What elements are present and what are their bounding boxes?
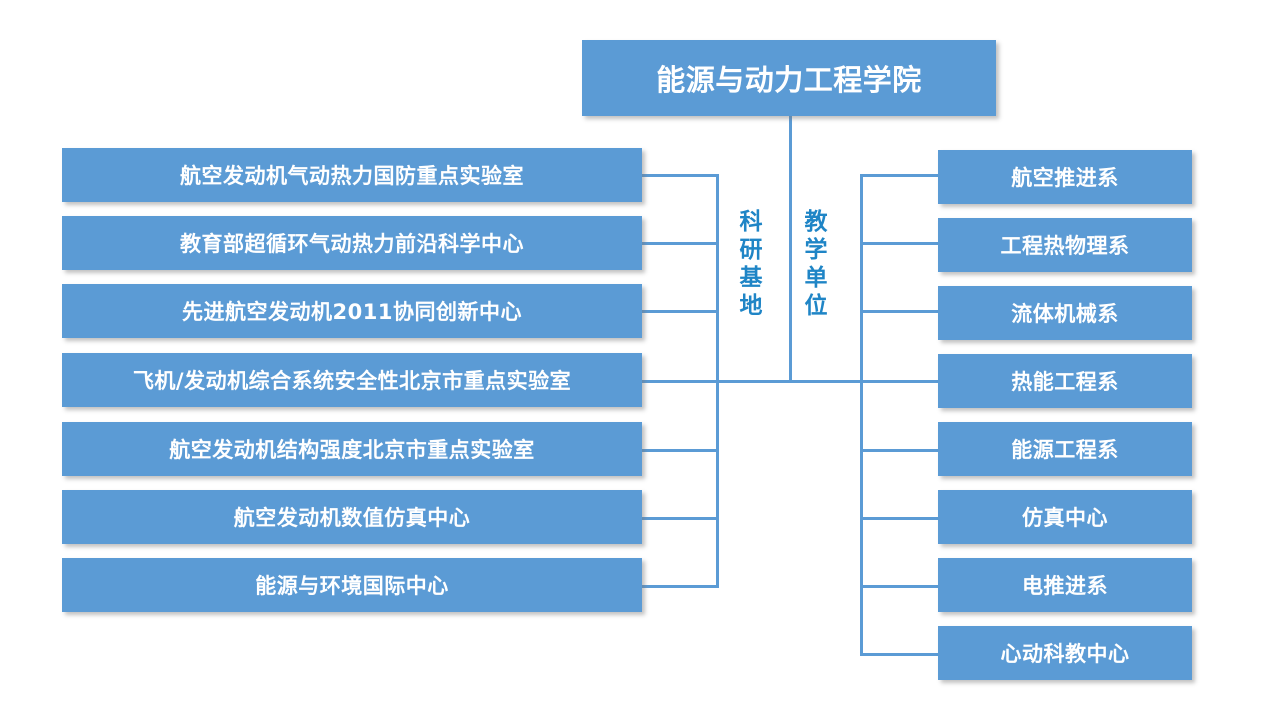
branch-label-research-char-2: 研 bbox=[739, 237, 763, 264]
teaching-stub-line-6 bbox=[860, 517, 940, 520]
research-base-node-2[interactable]: 教育部超循环气动热力前沿科学中心 bbox=[62, 216, 642, 270]
research-stub-line-1 bbox=[642, 174, 719, 177]
research-base-node-6[interactable]: 航空发动机数值仿真中心 bbox=[62, 490, 642, 544]
teaching-stub-line-8 bbox=[860, 653, 940, 656]
research-stub-line-2 bbox=[642, 242, 719, 245]
research-stub-line-6 bbox=[642, 517, 719, 520]
teaching-unit-label-5: 能源工程系 bbox=[1011, 438, 1119, 462]
teaching-unit-node-6[interactable]: 仿真中心 bbox=[938, 490, 1192, 544]
teaching-unit-node-7[interactable]: 电推进系 bbox=[938, 558, 1192, 612]
branch-label-teaching-units: 教 学 单 位 bbox=[800, 205, 832, 324]
teaching-unit-label-7: 电推进系 bbox=[1022, 574, 1108, 598]
branch-label-teaching-char-2: 学 bbox=[804, 237, 828, 264]
root-stem-line bbox=[789, 116, 792, 382]
teaching-stub-line-4 bbox=[860, 380, 940, 383]
teaching-unit-label-1: 航空推进系 bbox=[1011, 166, 1119, 190]
teaching-unit-label-3: 流体机械系 bbox=[1011, 302, 1119, 326]
research-base-label-5: 航空发动机结构强度北京市重点实验室 bbox=[169, 438, 535, 462]
teaching-stub-line-5 bbox=[860, 449, 940, 452]
teaching-unit-node-2[interactable]: 工程热物理系 bbox=[938, 218, 1192, 272]
teaching-stub-line-2 bbox=[860, 242, 940, 245]
branch-label-research-bases: 科 研 基 地 bbox=[735, 205, 767, 324]
research-stub-line-3 bbox=[642, 310, 719, 313]
junction-bar-line bbox=[716, 380, 863, 383]
research-base-label-6: 航空发动机数值仿真中心 bbox=[233, 506, 471, 530]
teaching-stub-line-1 bbox=[860, 174, 940, 177]
teaching-unit-label-8: 心动科教中心 bbox=[1000, 642, 1130, 666]
teaching-unit-node-3[interactable]: 流体机械系 bbox=[938, 286, 1192, 340]
research-base-node-3[interactable]: 先进航空发动机2011协同创新中心 bbox=[62, 284, 642, 338]
research-base-label-7: 能源与环境国际中心 bbox=[255, 574, 449, 598]
research-stub-line-4 bbox=[642, 380, 719, 383]
teaching-unit-label-4: 热能工程系 bbox=[1011, 370, 1119, 394]
research-stub-line-7 bbox=[642, 585, 719, 588]
branch-label-research-char-1: 科 bbox=[739, 209, 763, 235]
teaching-stub-line-7 bbox=[860, 585, 940, 588]
research-base-label-3: 先进航空发动机2011协同创新中心 bbox=[182, 300, 522, 324]
branch-label-teaching-char-4: 位 bbox=[804, 293, 828, 320]
teaching-unit-label-6: 仿真中心 bbox=[1022, 506, 1108, 530]
research-base-node-7[interactable]: 能源与环境国际中心 bbox=[62, 558, 642, 612]
research-base-node-4[interactable]: 飞机/发动机综合系统安全性北京市重点实验室 bbox=[62, 353, 642, 407]
branch-label-teaching-char-1: 教 bbox=[804, 209, 828, 235]
root-node-label: 能源与动力工程学院 bbox=[656, 63, 922, 97]
branch-label-research-char-4: 地 bbox=[739, 293, 763, 320]
research-stub-line-5 bbox=[642, 449, 719, 452]
teaching-branch-bus-line bbox=[860, 174, 863, 654]
branch-label-research-char-3: 基 bbox=[739, 265, 763, 292]
branch-label-teaching-char-3: 单 bbox=[804, 265, 828, 292]
research-base-node-1[interactable]: 航空发动机气动热力国防重点实验室 bbox=[62, 148, 642, 202]
teaching-unit-node-1[interactable]: 航空推进系 bbox=[938, 150, 1192, 204]
teaching-unit-node-5[interactable]: 能源工程系 bbox=[938, 422, 1192, 476]
research-base-label-1: 航空发动机气动热力国防重点实验室 bbox=[180, 164, 524, 188]
root-node-energy-power-engineering-school[interactable]: 能源与动力工程学院 bbox=[582, 40, 996, 116]
teaching-stub-line-3 bbox=[860, 310, 940, 313]
research-base-node-5[interactable]: 航空发动机结构强度北京市重点实验室 bbox=[62, 422, 642, 476]
research-base-label-2: 教育部超循环气动热力前沿科学中心 bbox=[180, 232, 524, 256]
teaching-unit-label-2: 工程热物理系 bbox=[1000, 234, 1130, 258]
teaching-unit-node-4[interactable]: 热能工程系 bbox=[938, 354, 1192, 408]
research-base-label-4: 飞机/发动机综合系统安全性北京市重点实验室 bbox=[132, 369, 572, 393]
teaching-unit-node-8[interactable]: 心动科教中心 bbox=[938, 626, 1192, 680]
